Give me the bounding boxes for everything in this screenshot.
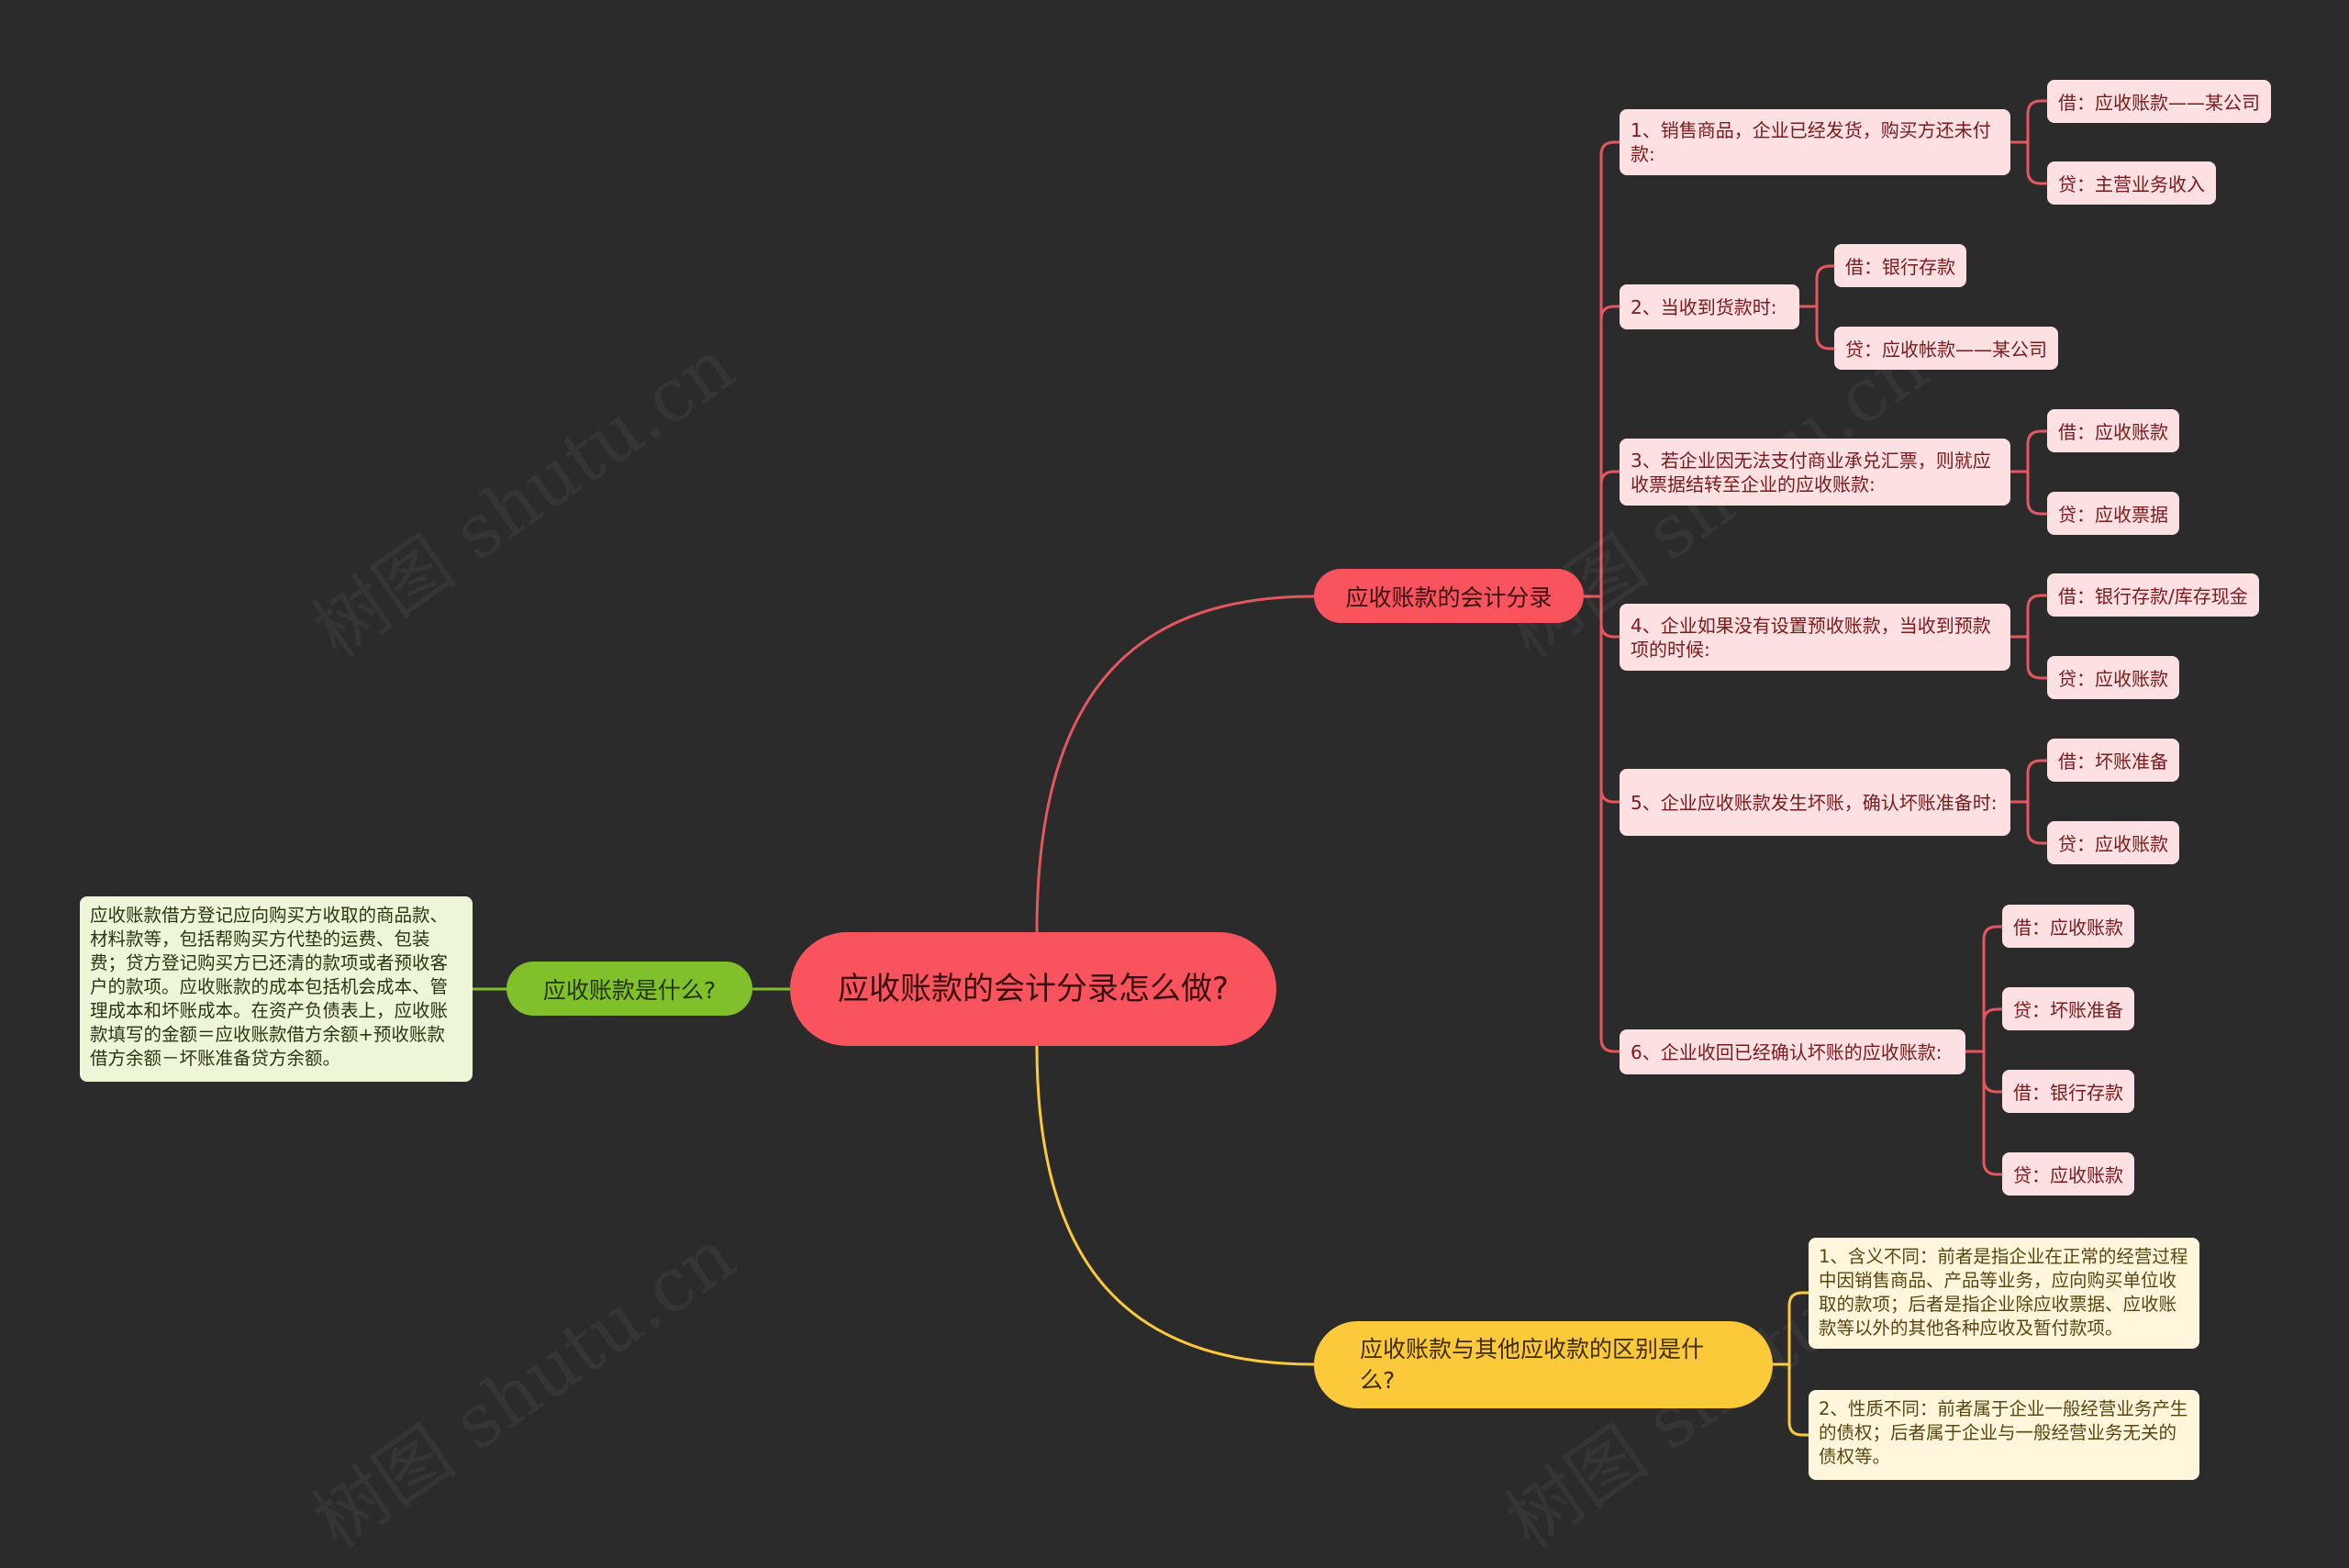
branch-accounting-entries[interactable]: 应收账款的会计分录 (1314, 569, 1584, 623)
branch-what-is[interactable]: 应收账款是什么? (507, 962, 752, 1016)
connector-line (2010, 99, 2047, 144)
connector-line (1035, 595, 1315, 933)
entry-item-4[interactable]: 4、企业如果没有设置预收账款，当收到预款项的时候: (1620, 604, 2010, 671)
leaf-credit[interactable]: 贷：应收账款 (2047, 821, 2179, 864)
connector-line (1965, 925, 2002, 1053)
connector-line (1965, 1007, 2002, 1053)
connector-line (1799, 305, 1834, 350)
leaf-credit[interactable]: 贷：应收票据 (2047, 492, 2179, 535)
leaf-credit[interactable]: 贷：应收账款 (2002, 1152, 2134, 1195)
connector-line (1584, 470, 1620, 598)
connector-line (2010, 140, 2047, 185)
leaf-credit[interactable]: 贷：主营业务收入 (2047, 161, 2216, 205)
branch-difference[interactable]: 应收账款与其他应收款的区别是什么? (1314, 1321, 1773, 1408)
connector-line (1035, 1045, 1315, 1366)
leaf-credit[interactable]: 贷：应收帐款——某公司 (1834, 327, 2058, 370)
connector-line (2010, 759, 2047, 804)
connector-line (1799, 264, 1834, 308)
leaf-debit[interactable]: 借：银行存款/库存现金 (2047, 573, 2259, 617)
connector-line (1773, 1362, 1809, 1437)
root-topic[interactable]: 应收账款的会计分录怎么做? (790, 932, 1276, 1046)
connector-line (2010, 594, 2047, 639)
connector-line (2010, 470, 2047, 516)
leaf-debit[interactable]: 借：应收账款——某公司 (2047, 80, 2271, 123)
leaf-credit[interactable]: 贷：应收账款 (2047, 656, 2179, 699)
connector-line (2010, 429, 2047, 473)
entry-item-1[interactable]: 1、销售商品，企业已经发货，购买方还未付款: (1620, 109, 2010, 175)
entry-item-2[interactable]: 2、当收到货款时: (1620, 284, 1799, 329)
entry-item-6[interactable]: 6、企业收回已经确认坏账的应收账款: (1620, 1029, 1965, 1074)
leaf-credit[interactable]: 贷：坏账准备 (2002, 987, 2134, 1030)
definition-note[interactable]: 应收账款借方登记应向购买方收取的商品款、材料款等，包括帮购买方代垫的运费、包装费… (80, 896, 473, 1082)
entry-item-5[interactable]: 5、企业应收账款发生坏账，确认坏账准备时: (1620, 769, 2010, 836)
connector-line (1965, 1050, 2002, 1176)
leaf-debit[interactable]: 借：应收账款 (2047, 409, 2179, 452)
connector-line (1584, 305, 1620, 598)
leaf-debit[interactable]: 借：坏账准备 (2047, 739, 2179, 782)
leaf-debit[interactable]: 借：银行存款 (1834, 244, 1966, 287)
leaf-debit[interactable]: 借：银行存款 (2002, 1070, 2134, 1113)
difference-note-2[interactable]: 2、性质不同：前者属于企业一般经营业务产生的债权；后者属于企业与一般经营业务无关… (1809, 1390, 2199, 1480)
connector-line (1584, 595, 1620, 1053)
entry-item-3[interactable]: 3、若企业因无法支付商业承兑汇票，则就应收票据结转至企业的应收账款: (1620, 439, 2010, 506)
connector-line (2010, 635, 2047, 680)
connector-line (1584, 140, 1620, 598)
leaf-debit[interactable]: 借：应收账款 (2002, 905, 2134, 948)
connector-line (2010, 800, 2047, 845)
connector-line (1773, 1291, 1809, 1366)
difference-note-1[interactable]: 1、含义不同：前者是指企业在正常的经营过程中因销售商品、产品等业务，应向购买单位… (1809, 1238, 2199, 1349)
